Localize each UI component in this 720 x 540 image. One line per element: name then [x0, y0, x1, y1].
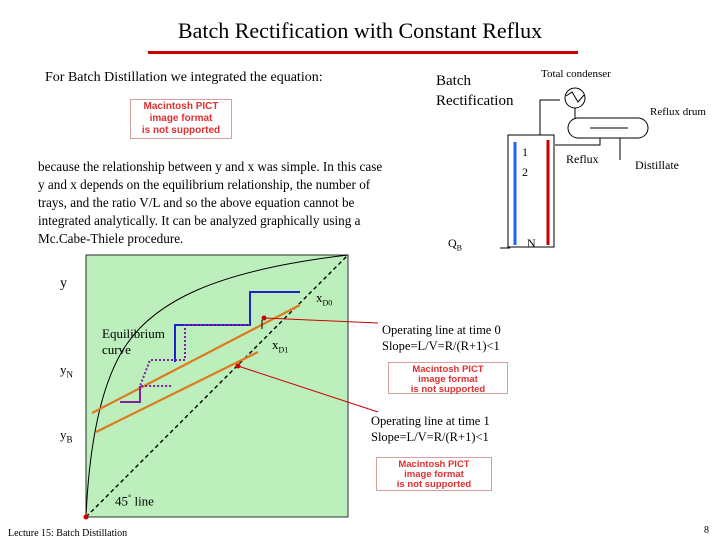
operating-line-time1	[95, 351, 259, 433]
yb-subscript: B	[66, 434, 73, 445]
arrow-op1	[237, 365, 379, 413]
placeholder-line: image format	[149, 113, 213, 124]
op0-note-line1: Operating line at time 0	[382, 323, 501, 337]
equation-image-placeholder: Macintosh PICT image format is not suppo…	[388, 362, 508, 395]
condenser-coil-icon	[565, 91, 585, 103]
xd1-subscript: D1	[278, 345, 289, 355]
diagonal-label: 45° line	[115, 493, 154, 509]
equilibrium-label-line1: Equilibrium	[102, 326, 165, 341]
equilibrium-label-line2: curve	[102, 342, 131, 357]
title-underline	[148, 51, 578, 54]
op1-note-line1: Operating line at time 1	[371, 414, 490, 428]
yn-subscript: N	[66, 369, 74, 380]
placeholder-line: is not supported	[396, 479, 472, 490]
equilibrium-curve	[85, 254, 349, 518]
equilibrium-curve-label: Equilibrium curve	[102, 326, 165, 358]
tray-2-label: 2	[522, 165, 528, 179]
xd0-label: xD0	[316, 290, 332, 308]
op1-note-line2: Slope=L/V=R/(R+1)<1	[371, 430, 489, 444]
placeholder-line: is not supported	[410, 384, 486, 395]
placeholder-line: Macintosh PICT	[143, 101, 219, 112]
column-title: Batch Rectification	[436, 71, 513, 111]
total-condenser-label: Total condenser	[541, 68, 611, 80]
placeholder-line: is not supported	[141, 125, 221, 136]
steps-time1	[138, 324, 250, 387]
bottoms-symbol: Q	[448, 236, 457, 250]
operating-line-time0	[91, 304, 301, 414]
bottoms-label: QB	[448, 236, 462, 252]
equation-image-placeholder: Macintosh PICT image format is not suppo…	[130, 99, 232, 139]
distillate-label: Distillate	[635, 158, 679, 172]
overhead-pipe	[539, 99, 560, 135]
op0-note-line2: Slope=L/V=R/(R+1)<1	[382, 339, 500, 353]
tray-1-label: 1	[522, 145, 528, 159]
xd0-subscript: D0	[322, 298, 333, 308]
slide-title: Batch Rectification with Constant Reflux	[177, 18, 543, 43]
arrow-op1-head	[235, 363, 241, 369]
xd1-label: xD1	[272, 337, 288, 355]
placeholder-line: Macintosh PICT	[412, 364, 484, 375]
operating-line-time1-note: Operating line at time 1 Slope=L/V=R/(R+…	[371, 413, 490, 445]
column-title-line2: Rectification	[436, 93, 514, 109]
reflux-drum-label: Reflux drum	[650, 106, 706, 118]
degree-symbol: °	[128, 493, 132, 502]
explanation-paragraph: because the relationship between y and x…	[38, 159, 383, 246]
yn-label: yN	[60, 362, 73, 380]
arrow-op0	[263, 317, 379, 324]
y-axis-label: y	[60, 276, 67, 291]
diagonal-label-tail: line	[131, 493, 154, 509]
placeholder-line: Macintosh PICT	[398, 459, 470, 470]
intro-text: For Batch Distillation we integrated the…	[45, 70, 323, 85]
footer-text: Lecture 15: Batch Distillation	[8, 528, 128, 539]
placeholder-line: image format	[404, 469, 464, 480]
origin-dot	[83, 514, 89, 520]
diagonal-label-number: 45	[115, 493, 128, 509]
placeholder-line: image format	[418, 374, 478, 385]
xd0-symbol: x	[316, 290, 323, 305]
yb-label: yB	[60, 427, 73, 445]
yb-symbol: y	[60, 427, 67, 442]
steps-time1-lower	[120, 386, 141, 403]
xd1-symbol: x	[272, 337, 279, 352]
equation-image-placeholder: Macintosh PICT image format is not suppo…	[376, 457, 492, 491]
tray-n-label: N	[527, 236, 536, 250]
yn-symbol: y	[60, 362, 67, 377]
page-number: 8	[704, 525, 709, 536]
arrow-op0-head	[261, 315, 267, 321]
bottoms-subscript: B	[456, 243, 463, 253]
reflux-label: Reflux	[566, 152, 599, 166]
reflux-line	[555, 138, 601, 146]
operating-line-time0-note: Operating line at time 0 Slope=L/V=R/(R+…	[382, 322, 501, 354]
column-title-line1: Batch	[436, 73, 471, 89]
diagonal-line	[85, 254, 349, 518]
